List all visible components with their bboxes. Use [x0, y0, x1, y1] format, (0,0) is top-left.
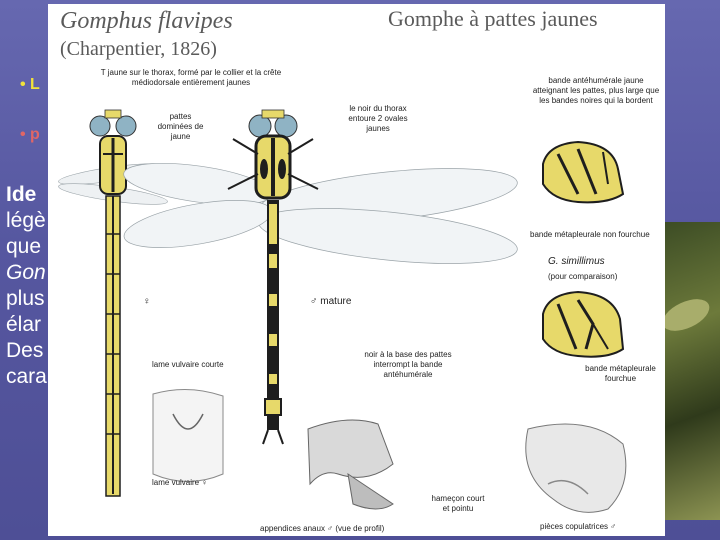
label-anal-appendages: appendices anaux ♂ (vue de profil): [260, 524, 385, 533]
french-name: Gomphe à pattes jaunes: [388, 6, 598, 31]
label-copulatory-parts: pièces copulatrices ♂: [540, 522, 617, 531]
thorax-detail-flavipes: [542, 140, 625, 204]
label-comparison-note: (pour comparaison): [548, 272, 618, 281]
label-legs: pattes dominées de jaune: [157, 112, 204, 141]
label-metapleural-forked: bande métapleurale fourchue: [585, 364, 656, 383]
illustration-plate: Gomphus flavipes (Charpentier, 1826) Gom…: [48, 4, 665, 536]
paragraph-line: Des: [6, 339, 44, 362]
paragraph-line: que: [6, 235, 42, 258]
scientific-name: Gomphus flavipes: [60, 8, 233, 34]
photo-leaf: [657, 292, 715, 338]
species-author: (Charpentier, 1826): [60, 38, 217, 60]
label-metapleural-unforked: bande métapleurale non fourchue: [530, 230, 650, 239]
label-short-lamina: lame vulvaire courte: [152, 360, 224, 369]
paragraph-line: cara: [6, 365, 47, 388]
label-antehumeral: bande antéhumérale jaune atteignant les …: [532, 76, 660, 105]
label-comparison-species: G. simillimus: [548, 256, 605, 267]
paragraph-line: Gon: [6, 261, 46, 284]
label-short-hook: hameçon court et pointu: [431, 494, 485, 513]
bullet-item-1: • L: [20, 76, 40, 93]
label-thorax-black: le noir du thorax entoure 2 ovales jaune…: [348, 104, 408, 133]
label-female-symbol: ♀: [143, 296, 151, 307]
bottom-details: [152, 388, 627, 513]
paragraph-line: Ide: [6, 183, 37, 206]
identification-paragraph: Ide légè que Gon plus élar Des cara: [6, 182, 126, 390]
label-thorax-t: T jaune sur le thorax, formé par le coll…: [100, 68, 282, 87]
female-dragonfly: [58, 109, 168, 497]
dragonfly-photo: [655, 222, 720, 520]
label-black-base: noir à la base des pattes interrompt la …: [364, 350, 452, 379]
label-male-mature: ♂ mature: [310, 296, 352, 307]
bullet-item-2: • p: [20, 126, 40, 143]
label-lamina-female: lame vulvaire ♀: [152, 478, 208, 487]
paragraph-line: élar: [6, 313, 42, 336]
paragraph-line: plus: [6, 287, 45, 310]
male-dragonfly: [123, 109, 518, 445]
dragonfly-illustration: [58, 109, 627, 513]
paragraph-line: légè: [6, 209, 46, 232]
thorax-detail-simillimus: [542, 290, 625, 358]
